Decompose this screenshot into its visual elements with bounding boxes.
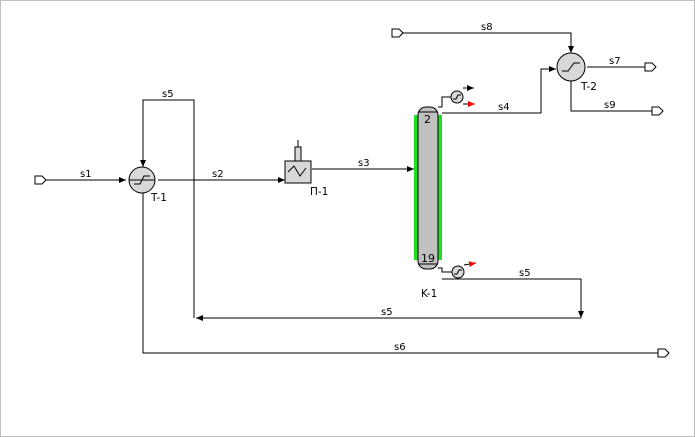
heat-exchanger-t2[interactable] [556, 52, 586, 82]
stream-line-s5-bottoms[interactable] [442, 278, 584, 318]
stream-line-s4[interactable] [442, 66, 556, 114]
feed-port-s1[interactable] [34, 175, 47, 185]
condenser [438, 85, 475, 108]
feed-port-s8[interactable] [391, 28, 404, 38]
stream-label-s2: s2 [212, 169, 224, 180]
product-port-s9[interactable] [651, 106, 664, 116]
product-port-s6[interactable] [657, 348, 670, 358]
stream-label-s1: s1 [80, 169, 92, 180]
stream-line-s5-recycle[interactable] [140, 99, 195, 318]
stream-label-s7: s7 [609, 56, 621, 67]
stream-label-s6: s6 [394, 342, 406, 353]
stream-label-s3: s3 [358, 158, 370, 169]
heater-p1[interactable] [284, 140, 312, 184]
stream-label-s5-top: s5 [162, 89, 174, 100]
stream-label-s8: s8 [481, 22, 493, 33]
stream-label-s5-bottom: s5 [381, 307, 393, 318]
reboiler [438, 261, 477, 279]
stream-label-s4: s4 [498, 102, 510, 113]
stream-label-s9: s9 [604, 100, 616, 111]
stream-label-s5-right: s5 [519, 268, 531, 279]
stream-line-s9[interactable] [570, 81, 652, 112]
distillation-column-k1[interactable] [414, 106, 442, 270]
stream-line-s8[interactable] [403, 32, 574, 53]
unit-label-p1: П-1 [310, 186, 328, 198]
heat-exchanger-t1[interactable] [128, 166, 156, 194]
column-top-stage: 2 [424, 113, 431, 126]
unit-label-t2: T-2 [580, 81, 597, 93]
stream-line-s6[interactable] [142, 193, 658, 354]
column-bottom-stage: 19 [421, 252, 435, 265]
product-port-s7[interactable] [644, 62, 657, 72]
unit-label-k1: K-1 [421, 288, 437, 300]
unit-label-t1: T-1 [150, 192, 167, 204]
